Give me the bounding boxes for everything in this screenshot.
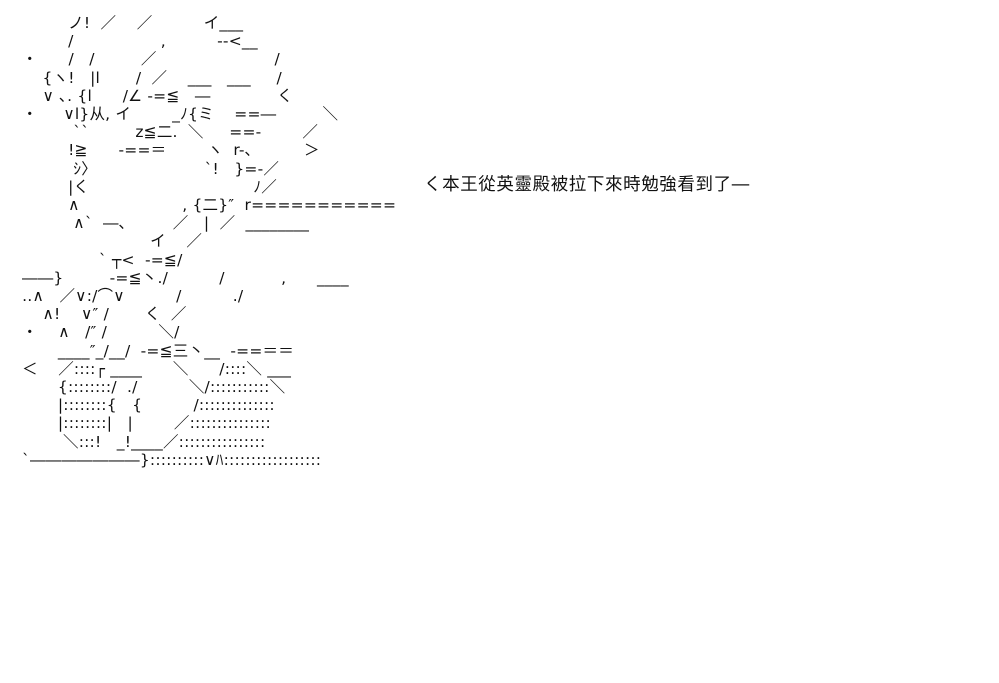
ascii-art-line: ____″_/__/ -=≦三丶__ -==＝＝ — [22, 341, 294, 360]
ascii-art-line: |く ﾉ／ — [22, 177, 277, 196]
ascii-art-line: |::::::::{ { /:::::::::::::: — [22, 396, 275, 415]
ascii-art-line: ――} -=≦丶./ / , ____ — [22, 268, 349, 287]
ascii-art-line: ・ ∧ /″ / ＼/ — [22, 323, 180, 342]
ascii-art-line: ・ / / ／ / — [22, 50, 280, 69]
ascii-art-line: ＼:::! _!____／:::::::::::::::: — [22, 432, 266, 451]
ascii-art-line: ノ! ／ ／ イ___ — [22, 14, 244, 32]
ascii-art-line: ‥∧ ／∨:/⌒∨ / ./ — [22, 287, 244, 306]
ascii-art-line: ∨ ､. {l /∠ -=≦ ― く — [22, 86, 293, 105]
ascii-art-line: !≧ -==＝ ヽ r-､ ＞ — [22, 141, 320, 160]
ascii-art-line: ` ┬< -=≦/ — [22, 250, 183, 269]
ascii-art-line: / , --<__ — [22, 32, 258, 51]
speech-text: く本王從英靈殿被拉下來時勉強看到了― — [424, 175, 750, 195]
ascii-art-line: `―――――――}::::::::::∨ﾊ:::::::::::::::::: — [22, 450, 322, 469]
ascii-art-line: イ ／ — [22, 232, 203, 251]
ascii-art-line: ｼ〉 `! }=-／ — [22, 159, 280, 178]
ascii-art-line: {::::::::/ ./ ＼/:::::::::::＼ — [22, 378, 286, 397]
ascii-art-line: ∧` ―､ ／ | ／ ________ — [22, 214, 310, 233]
ascii-art-line: {ヽ! |l / ／ ___ ___ / — [22, 68, 282, 87]
ascii-art-line: ・ ∨l}从, イ _ﾉ{ミ ==― ＼ — [22, 105, 339, 124]
ascii-art-line: ＜ ／::::┌ ____ ＼ /::::＼ ___ — [22, 359, 292, 378]
ascii-art-line: |::::::::| | ／::::::::::::::: — [22, 414, 271, 433]
ascii-art-line: `` z≦二. ＼ ==- ／ — [22, 123, 319, 142]
ascii-art-figure: ノ! ／ ／ イ___ / , --<__ ・ / / ／ / {ヽ! |l /… — [22, 14, 396, 469]
ascii-art-line: ∧ , {二}″ r=========== — [22, 196, 397, 215]
ascii-art-line: ∧! ∨″ / く ／ — [22, 305, 187, 324]
